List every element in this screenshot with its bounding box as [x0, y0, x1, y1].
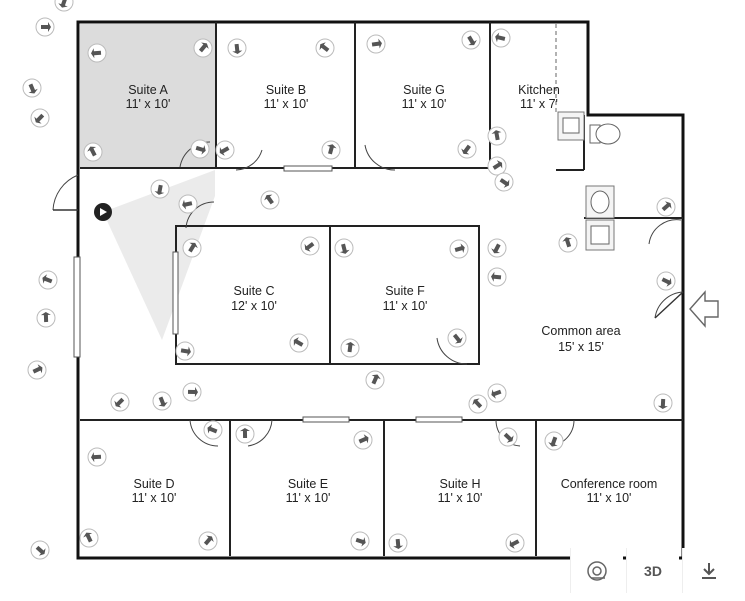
camera-viewpoint-icon[interactable]: [468, 394, 488, 414]
camera-viewpoint-icon[interactable]: [447, 328, 467, 348]
camera-viewpoint-icon[interactable]: [190, 139, 210, 159]
camera-viewpoint-icon[interactable]: [87, 43, 107, 63]
camera-viewpoint-icon[interactable]: [353, 430, 373, 450]
room-dims-suite-a: 11' x 10': [126, 97, 171, 111]
camera-viewpoint-icon[interactable]: [30, 108, 50, 128]
camera-viewpoint-icon[interactable]: [315, 38, 335, 58]
room-name-suite-c[interactable]: Suite C: [234, 284, 275, 298]
camera-viewpoint-icon[interactable]: [340, 338, 360, 358]
entrance-arrow-icon[interactable]: [689, 290, 719, 328]
camera-viewpoint-icon[interactable]: [182, 382, 202, 402]
camera-viewpoint-icon[interactable]: [38, 270, 58, 290]
camera-viewpoint-icon[interactable]: [461, 30, 481, 50]
room-dims-suite-h: 11' x 10': [438, 491, 483, 505]
room-dims-common-area: 15' x 15': [558, 340, 604, 354]
room-name-common-area[interactable]: Common area: [541, 324, 620, 338]
camera-viewpoint-icon[interactable]: [193, 38, 213, 58]
camera-viewpoint-icon[interactable]: [558, 233, 578, 253]
room-name-conference-room[interactable]: Conference room: [561, 477, 658, 491]
camera-viewpoint-icon[interactable]: [321, 140, 341, 160]
camera-viewpoint-icon[interactable]: [656, 197, 676, 217]
room-name-suite-d[interactable]: Suite D: [134, 477, 175, 491]
camera-viewpoint-icon[interactable]: [198, 531, 218, 551]
camera-viewpoint-icon[interactable]: [487, 238, 507, 258]
camera-viewpoint-icon[interactable]: [505, 533, 525, 553]
view-3d-label: 3D: [644, 562, 662, 579]
camera-viewpoint-icon[interactable]: [178, 194, 198, 214]
room-name-suite-f[interactable]: Suite F: [385, 284, 425, 298]
fixtures: [557, 111, 621, 251]
washbasin-2-icon: [590, 225, 610, 245]
room-dims-conference-room: 11' x 10': [587, 491, 632, 505]
camera-viewpoint-icon[interactable]: [457, 139, 477, 159]
download-button[interactable]: [682, 548, 735, 593]
room-name-suite-e[interactable]: Suite E: [288, 477, 328, 491]
active-camera-icon[interactable]: [94, 203, 112, 221]
camera-viewpoint-icon[interactable]: [388, 533, 408, 553]
room-labels: Suite A 11' x 10' Suite B 11' x 10' Suit…: [126, 83, 658, 505]
camera-viewpoint-icon[interactable]: [487, 383, 507, 403]
camera-viewpoint-icon[interactable]: [203, 420, 223, 440]
room-dims-kitchen: 11' x 7': [520, 97, 558, 111]
camera-viewpoint-icon[interactable]: [182, 238, 202, 258]
camera-viewpoint-icon[interactable]: [152, 391, 172, 411]
camera-viewpoint-icon[interactable]: [366, 34, 386, 54]
camera-viewpoint-icon[interactable]: [175, 341, 195, 361]
camera-viewpoint-icon[interactable]: [30, 540, 50, 560]
camera-viewpoint-icon[interactable]: [653, 393, 673, 413]
camera-viewpoint-icon[interactable]: [83, 142, 103, 162]
washbasin-icon: [590, 190, 610, 214]
camera-viewpoint-icon[interactable]: [544, 431, 564, 451]
camera-viewpoint-icon[interactable]: [235, 424, 255, 444]
camera-viewpoint-icon[interactable]: [87, 447, 107, 467]
panorama-icon: [587, 560, 607, 581]
room-dims-suite-f: 11' x 10': [383, 299, 428, 313]
camera-viewpoint-icon[interactable]: [365, 370, 385, 390]
camera-viewpoint-icon[interactable]: [334, 238, 354, 258]
camera-viewpoint-icon[interactable]: [491, 28, 511, 48]
camera-viewpoint-icon[interactable]: [656, 271, 676, 291]
room-name-suite-b[interactable]: Suite B: [266, 83, 306, 97]
room-dims-suite-g: 11' x 10': [402, 97, 447, 111]
room-dims-suite-b: 11' x 10': [264, 97, 309, 111]
room-dims-suite-e: 11' x 10': [286, 491, 331, 505]
camera-viewpoint-icon[interactable]: [227, 38, 247, 58]
sink-icon: [562, 117, 580, 134]
room-name-suite-g[interactable]: Suite G: [403, 83, 445, 97]
camera-viewpoint-icon[interactable]: [487, 126, 507, 146]
view-toolbar: 3D: [570, 548, 745, 593]
camera-viewpoint-icon[interactable]: [215, 140, 235, 160]
windows: [73, 165, 463, 423]
camera-viewpoint-icon[interactable]: [487, 156, 507, 176]
room-name-suite-h[interactable]: Suite H: [440, 477, 481, 491]
room-name-kitchen[interactable]: Kitchen: [518, 83, 560, 97]
camera-viewpoint-icon[interactable]: [498, 427, 518, 447]
camera-viewpoint-icon[interactable]: [260, 190, 280, 210]
camera-viewpoint-icon[interactable]: [22, 78, 42, 98]
camera-viewpoint-icon[interactable]: [150, 179, 170, 199]
view-3d-button[interactable]: 3D: [626, 548, 679, 593]
room-dims-suite-c: 12' x 10': [231, 299, 277, 313]
camera-viewpoint-icon[interactable]: [27, 360, 47, 380]
camera-viewpoint-icon[interactable]: [79, 528, 99, 548]
room-dims-suite-d: 11' x 10': [132, 491, 177, 505]
camera-viewpoint-icon[interactable]: [487, 267, 507, 287]
download-icon: [702, 562, 716, 579]
camera-viewpoint-icon[interactable]: [110, 392, 130, 412]
camera-viewpoint-icon[interactable]: [35, 17, 55, 37]
camera-viewpoint-icon[interactable]: [449, 239, 469, 259]
camera-viewpoint-icon[interactable]: [350, 531, 370, 551]
camera-viewpoint-icon[interactable]: [54, 0, 74, 12]
panorama-button[interactable]: [570, 548, 623, 593]
room-name-suite-a[interactable]: Suite A: [128, 83, 168, 97]
camera-viewpoint-icon[interactable]: [300, 236, 320, 256]
camera-viewpoint-icon[interactable]: [289, 333, 309, 353]
camera-viewpoint-icon[interactable]: [494, 172, 514, 192]
camera-markers: [22, 0, 676, 560]
camera-viewpoint-icon[interactable]: [36, 308, 56, 328]
